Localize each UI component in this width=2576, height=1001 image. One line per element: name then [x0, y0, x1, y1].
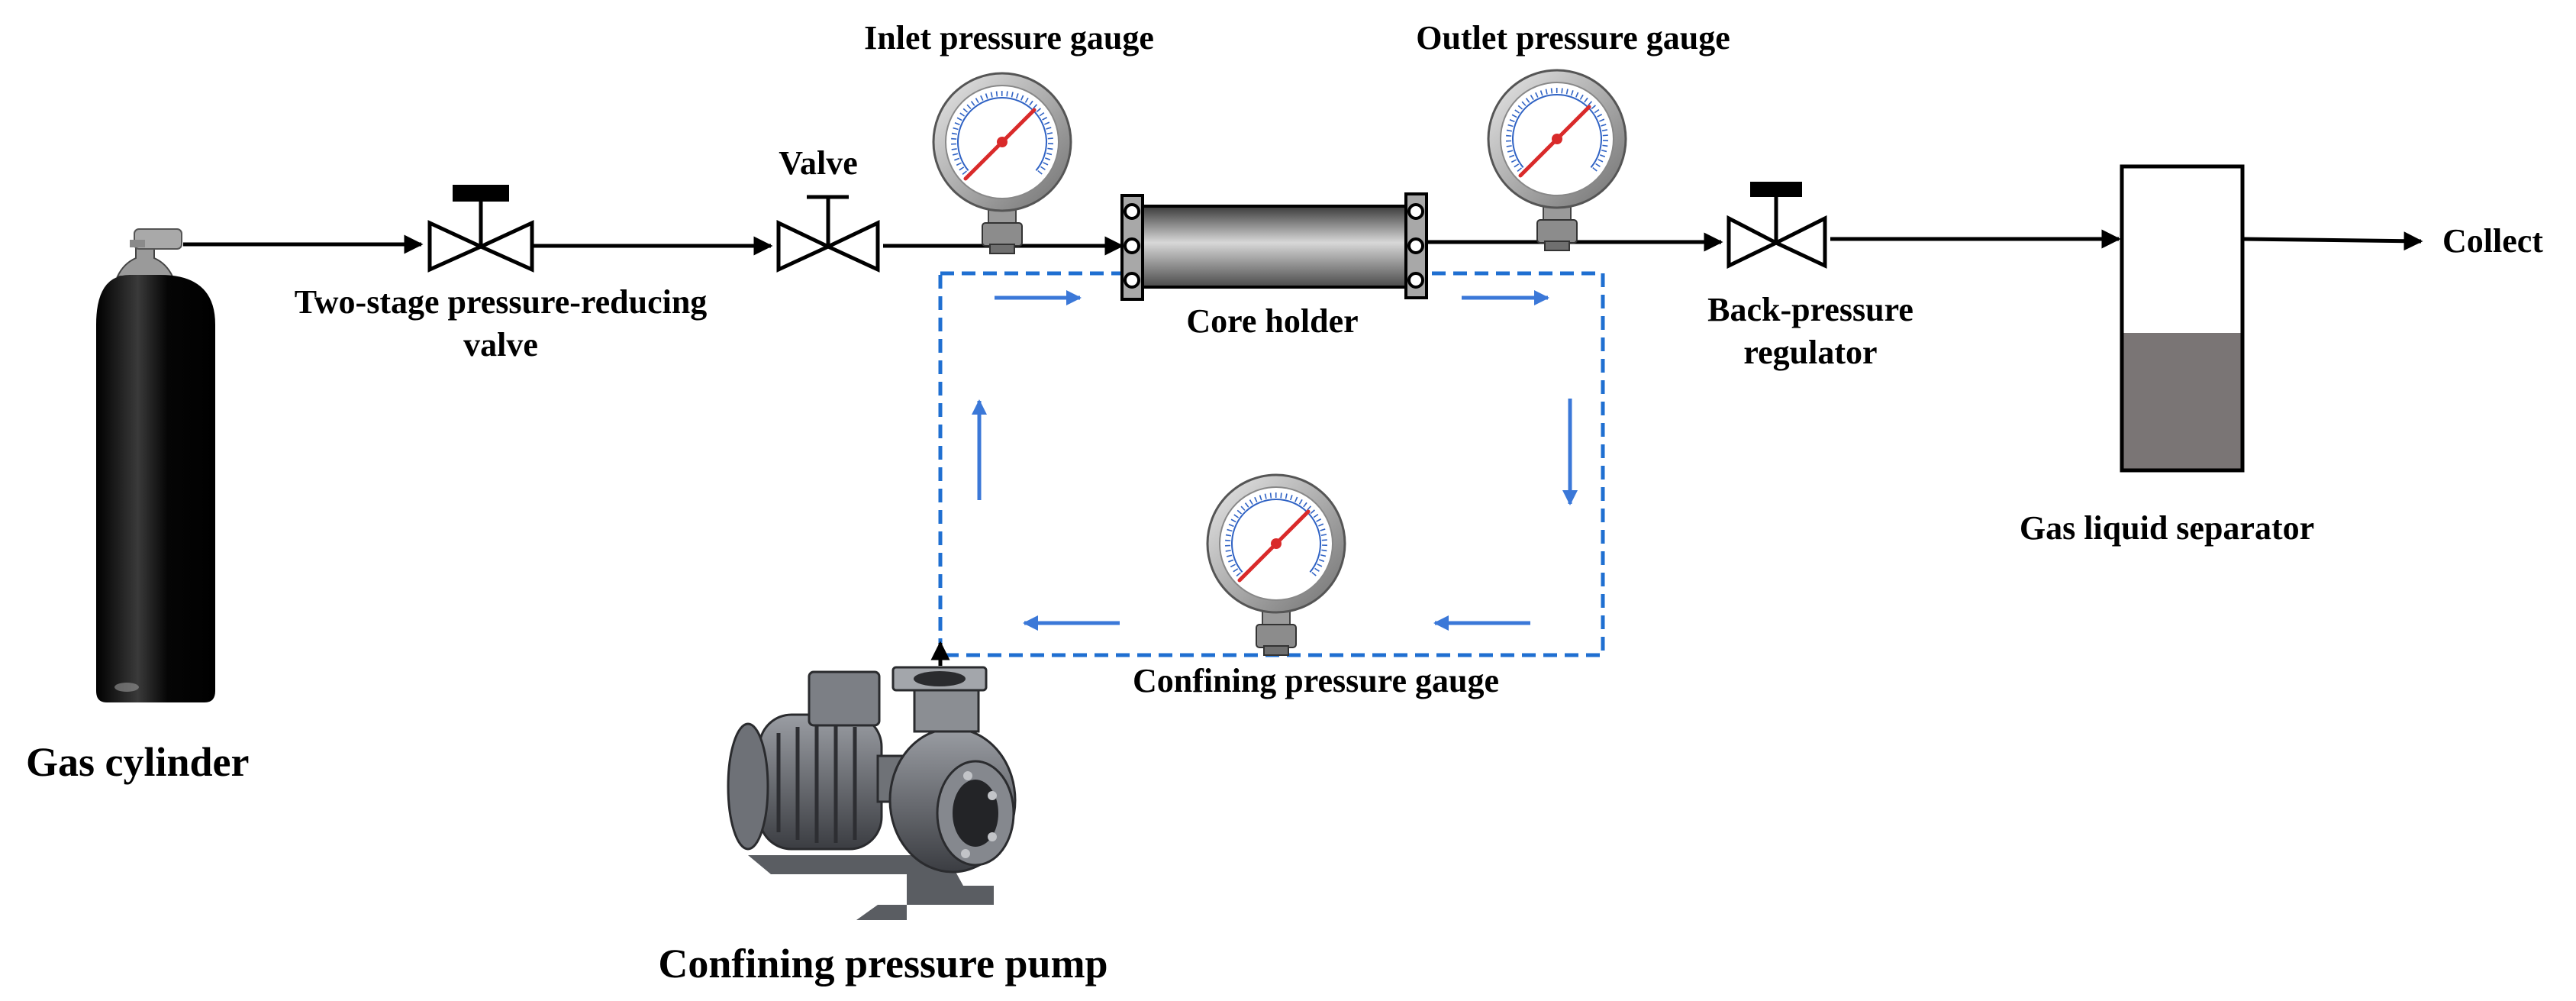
separator-vessel-icon	[2120, 164, 2245, 473]
valve-label: Valve	[779, 144, 858, 182]
valve	[776, 195, 880, 273]
back-pressure-label-line1: Back-pressure	[1707, 291, 1913, 328]
reducing-valve-label-line1: Two-stage pressure-reducing	[295, 283, 708, 321]
pressure-reducing-valve	[427, 185, 534, 273]
outlet-pressure-gauge-icon	[1488, 70, 1626, 250]
inlet-pressure-gauge-icon	[933, 73, 1071, 253]
outlet-gauge-label: Outlet pressure gauge	[1416, 19, 1730, 57]
core-holder-label: Core holder	[1186, 302, 1358, 340]
centrifugal-pump-icon	[727, 666, 1017, 920]
back-pressure-regulator	[1726, 182, 1827, 269]
back-pressure-label-line2: regulator	[1743, 334, 1877, 371]
confining-pressure-gauge-icon	[1207, 475, 1345, 655]
inlet-gauge-label: Inlet pressure gauge	[864, 19, 1154, 57]
confining-pump-label: Confining pressure pump	[658, 941, 1107, 986]
valve-handwheel-icon	[453, 185, 509, 202]
separator-label: Gas liquid separator	[2020, 509, 2314, 547]
core-holder	[1120, 192, 1428, 301]
confining-gauge-label: Confining pressure gauge	[1133, 662, 1499, 699]
collect-label: Collect	[2442, 222, 2543, 260]
reducing-valve-label-line2: valve	[463, 326, 538, 363]
gas-cylinder-label: Gas cylinder	[26, 739, 250, 785]
gas-cylinder-icon	[96, 228, 215, 702]
regulator-handwheel-icon	[1750, 182, 1802, 197]
